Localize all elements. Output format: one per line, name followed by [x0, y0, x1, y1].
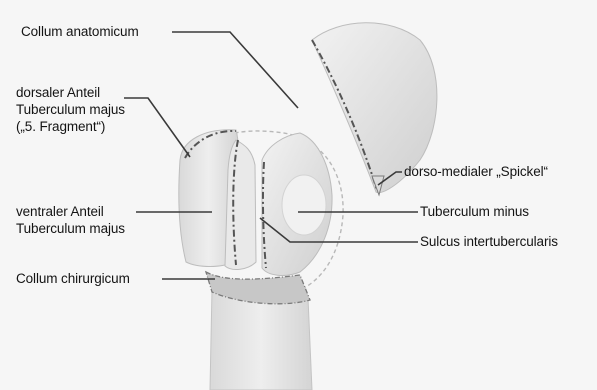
leader-dorsaler-anteil — [124, 98, 190, 157]
label-tuberculum-minus: Tuberculum minus — [420, 203, 529, 220]
label-dorsaler-line1: dorsaler Anteil — [16, 84, 125, 101]
label-spickel: dorso-medialer „Spickel“ — [404, 163, 548, 180]
label-collum-anatomicum: Collum anatomicum — [21, 23, 139, 40]
label-dorsaler-line2: Tuberculum majus — [16, 101, 125, 118]
ventral-tuberosity-fragment — [225, 140, 256, 269]
label-dorsaler-line3: („5. Fragment“) — [16, 118, 125, 135]
label-collum-chirurgicum: Collum chirurgicum — [16, 270, 130, 287]
label-dorsaler-anteil: dorsaler Anteil Tuberculum majus („5. Fr… — [16, 84, 125, 135]
label-sulcus-intertubercularis: Sulcus intertubercularis — [420, 233, 558, 250]
tuberculum-minus-bump — [282, 175, 326, 235]
leader-collum-anatomicum — [172, 32, 298, 108]
label-ventraler-anteil: ventraler Anteil Tuberculum majus — [16, 203, 125, 237]
humerus-shaft — [210, 290, 312, 390]
label-ventraler-line2: Tuberculum majus — [16, 220, 125, 237]
label-ventraler-line1: ventraler Anteil — [16, 203, 125, 220]
